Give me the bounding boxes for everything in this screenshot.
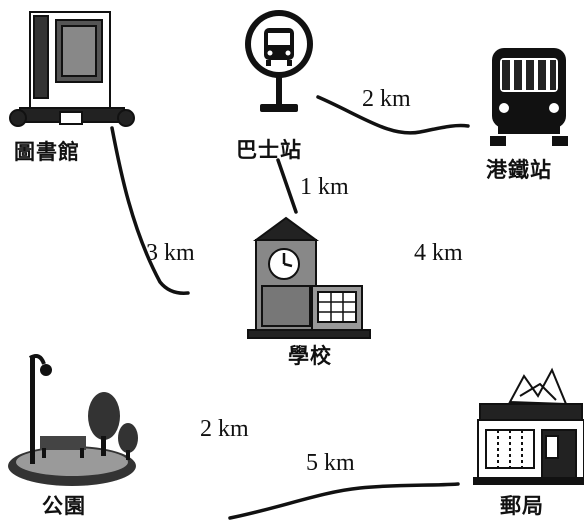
distance-bus-to-mtr: 2 km [362,86,411,112]
train-icon [490,48,568,146]
line-park-to-post [228,482,460,520]
connection-lines [110,95,470,520]
school-icon [247,216,371,339]
mtr-station-label: 港鐵站 [486,158,552,182]
park-icon [8,354,138,486]
post-office-icon [473,367,584,485]
distance-bus-to-school: 1 km [300,174,349,200]
bus-station-label: 巴士站 [236,138,302,162]
park-label: 公園 [42,494,86,518]
distance-library-to-school: 3 km [146,240,195,266]
bus-stop-icon [245,10,313,112]
library-icon [9,11,135,127]
distance-school-to-mtr: 4 km [414,240,463,266]
school-label: 學校 [288,344,332,368]
line-bus-to-school [276,158,298,214]
post-office-label: 郵局 [500,494,544,518]
line-library-to-school [110,126,190,295]
library-label: 圖書館 [14,140,80,164]
distance-park-to-post-office: 5 km [306,450,355,476]
distance-school-to-park: 2 km [200,416,249,442]
line-bus-to-mtr [316,95,470,135]
